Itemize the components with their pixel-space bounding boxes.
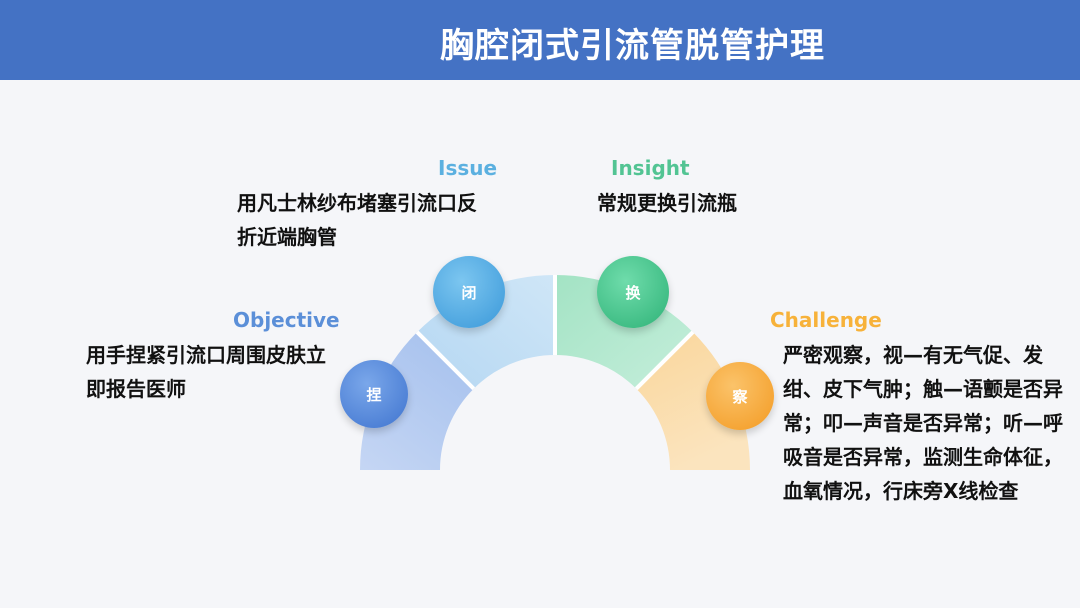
circle-insight: 换 [597,256,669,328]
divider-line [634,330,695,391]
heading-challenge: Challenge [770,308,882,332]
circle-insight-char: 换 [625,283,641,302]
segment-insight [555,274,693,389]
text-challenge: 严密观察，视—有无气促、发绀、皮下气肿；触—语颤是否异常；叩—声音是否异常；听—… [783,343,1063,503]
segment-objective [360,332,474,470]
segment-challenge [636,332,751,470]
heading-insight: Insight [611,156,690,180]
segment-issue [417,274,555,389]
header-bar [0,0,1080,80]
circle-issue-char: 闭 [461,283,477,302]
text-insight: 常规更换引流瓶 [597,191,737,215]
heading-objective: Objective [233,308,340,332]
text-issue: 用凡士林纱布堵塞引流口反折近端胸管 [237,191,477,249]
page-title: 胸腔闭式引流管脱管护理 [440,26,825,66]
circle-challenge: 察 [706,362,774,430]
circle-issue: 闭 [433,256,505,328]
circle-objective-char: 捏 [366,385,382,404]
circle-challenge-char: 察 [732,387,748,406]
text-objective: 用手捏紧引流口周围皮肤立即报告医师 [86,343,326,401]
heading-issue: Issue [438,156,498,180]
divider-line [415,330,476,391]
circle-objective: 捏 [340,360,408,428]
